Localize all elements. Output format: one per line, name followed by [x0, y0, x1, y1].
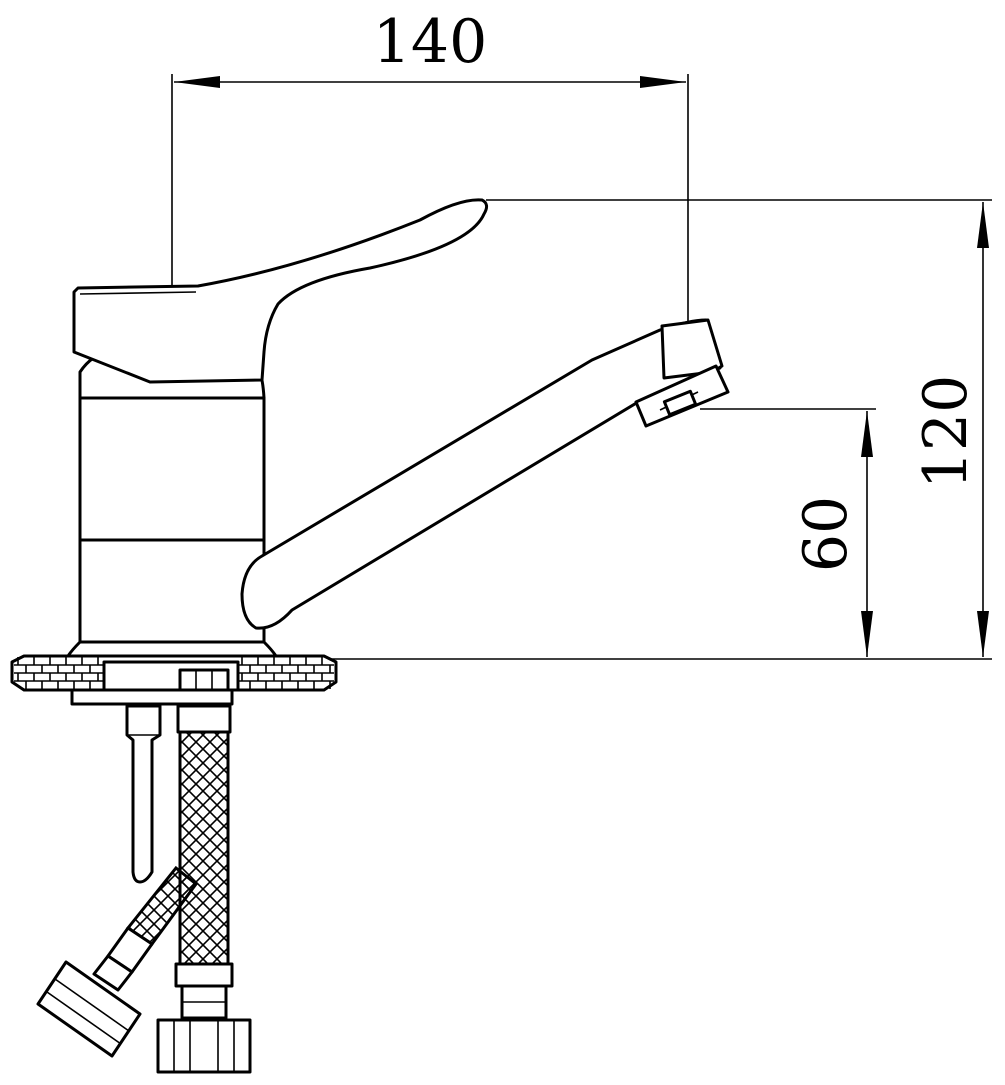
- body-upper-cylinder: [78, 396, 266, 542]
- mounting-base: [10, 654, 338, 706]
- lever-handle: [72, 198, 489, 384]
- body-lower-cylinder: [78, 538, 266, 644]
- body-flange: [66, 640, 278, 658]
- height-label: 120: [911, 375, 981, 490]
- vertical-hose-nut: [156, 1018, 252, 1074]
- handle-lever: [72, 198, 489, 384]
- base-nut: [178, 668, 230, 692]
- spout-height-dimension: 60: [700, 408, 876, 657]
- spout-height-label: 60: [791, 496, 861, 572]
- vertical-braided-hose: [156, 704, 252, 1074]
- aerator-outlet: [662, 389, 698, 417]
- width-label: 140: [373, 7, 488, 77]
- base-lower-plate: [70, 688, 234, 706]
- rigid-inlet-pipe: [125, 704, 162, 884]
- height-dimension: 120: [270, 199, 992, 660]
- width-dimension: 140: [171, 7, 689, 398]
- connection-hoses: [36, 704, 252, 1074]
- spout-arm: [240, 318, 722, 630]
- faucet-spout: [240, 318, 730, 630]
